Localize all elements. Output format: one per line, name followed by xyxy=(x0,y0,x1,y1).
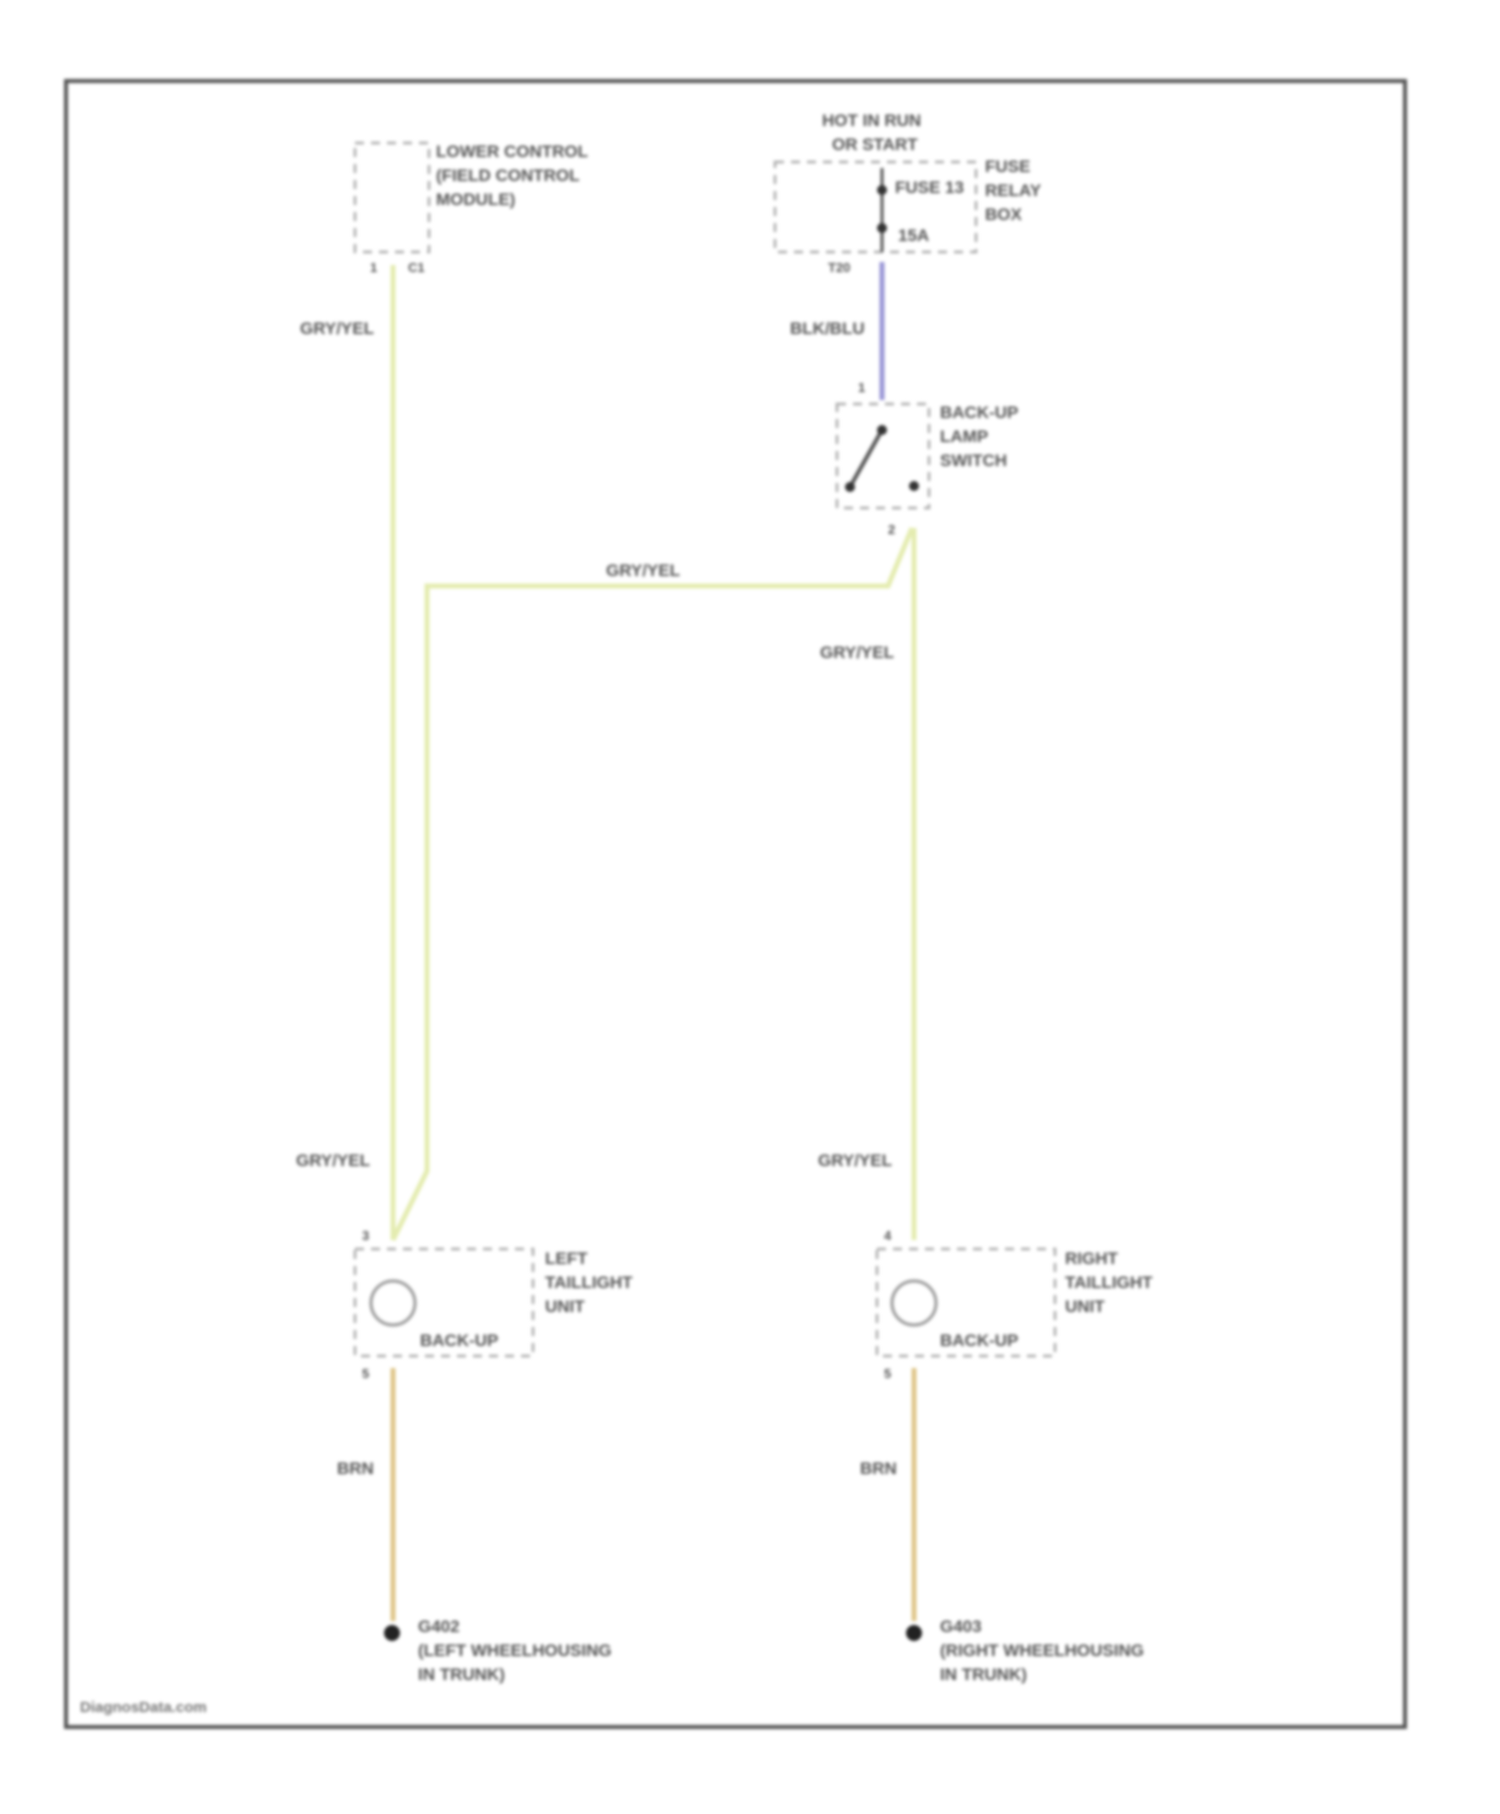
left-bulb-icon xyxy=(371,1281,415,1325)
fuse-wire-label: BLK/BLU xyxy=(790,319,865,338)
fuse-terminal-icon xyxy=(877,223,887,233)
back-up-lamp-switch-box xyxy=(837,404,929,508)
left-pin-out: 5 xyxy=(362,1366,369,1381)
wire-cross-gry-yel xyxy=(393,528,912,1240)
left-ground-label-2: IN TRUNK) xyxy=(418,1665,505,1684)
switch-pin-out: 2 xyxy=(888,522,895,537)
cross-wire-label: GRY/YEL xyxy=(606,561,680,580)
right-ground-label-2: IN TRUNK) xyxy=(940,1665,1027,1684)
right-taillight-label-3: UNIT xyxy=(1065,1297,1105,1316)
switch-pivot-icon xyxy=(877,425,887,435)
left-pin-in: 3 xyxy=(362,1228,369,1243)
left-lamp-label: BACK-UP xyxy=(420,1331,498,1350)
left-taillight-label-3: UNIT xyxy=(545,1297,585,1316)
module-label-1: LOWER CONTROL xyxy=(436,142,588,161)
left-ground-id: G402 xyxy=(418,1617,460,1636)
switch-pin-in: 1 xyxy=(858,380,865,395)
right-pin-out: 5 xyxy=(884,1366,891,1381)
fuse-name: FUSE 13 xyxy=(895,178,964,197)
right-gnd-wire-label: BRN xyxy=(860,1459,897,1478)
switch-terminal-icon xyxy=(909,481,919,491)
right-taillight-label-1: RIGHT xyxy=(1065,1249,1119,1268)
right-ground-icon xyxy=(906,1625,922,1641)
fuse-connector: T20 xyxy=(828,260,850,275)
fuse-rating: 15A xyxy=(898,226,929,245)
switch-label-3: SWITCH xyxy=(940,451,1007,470)
diagram-frame xyxy=(66,81,1405,1727)
power-label-1: HOT IN RUN xyxy=(822,111,921,130)
left-ground-icon xyxy=(384,1625,400,1641)
module-label-3: MODULE) xyxy=(436,190,515,209)
module-label-2: (FIELD CONTROL xyxy=(436,166,580,185)
fuse-terminal-icon xyxy=(877,185,887,195)
left-ground-label-1: (LEFT WHEELHOUSING xyxy=(418,1641,612,1660)
right-pin-in: 4 xyxy=(884,1228,892,1243)
power-label-2: OR START xyxy=(832,135,918,154)
left-taillight-label-2: TAILLIGHT xyxy=(545,1273,633,1292)
left-in-wire-label: GRY/YEL xyxy=(296,1151,370,1170)
switch-label-1: BACK-UP xyxy=(940,403,1018,422)
right-taillight-label-2: TAILLIGHT xyxy=(1065,1273,1153,1292)
fuse-relay-box xyxy=(775,162,976,252)
right-in-wire-label: GRY/YEL xyxy=(818,1151,892,1170)
fuse-box-label-1: FUSE xyxy=(985,157,1030,176)
right-bulb-icon xyxy=(892,1281,936,1325)
right-ground-id: G403 xyxy=(940,1617,982,1636)
switch-label-2: LAMP xyxy=(940,427,988,446)
switch-out-wire-label: GRY/YEL xyxy=(820,643,894,662)
module-pin: 1 xyxy=(370,260,377,275)
module-connector: C1 xyxy=(408,260,425,275)
switch-icon xyxy=(850,430,882,487)
right-lamp-label: BACK-UP xyxy=(940,1331,1018,1350)
module-wire-label: GRY/YEL xyxy=(300,319,374,338)
left-gnd-wire-label: BRN xyxy=(337,1459,374,1478)
right-ground-label-1: (RIGHT WHEELHOUSING xyxy=(940,1641,1144,1660)
watermark: DiagnosData.com xyxy=(80,1699,207,1716)
control-module-box xyxy=(355,143,429,252)
fuse-box-label-3: BOX xyxy=(985,205,1023,224)
fuse-box-label-2: RELAY xyxy=(985,181,1042,200)
left-taillight-label-1: LEFT xyxy=(545,1249,588,1268)
switch-contact-icon xyxy=(845,482,855,492)
